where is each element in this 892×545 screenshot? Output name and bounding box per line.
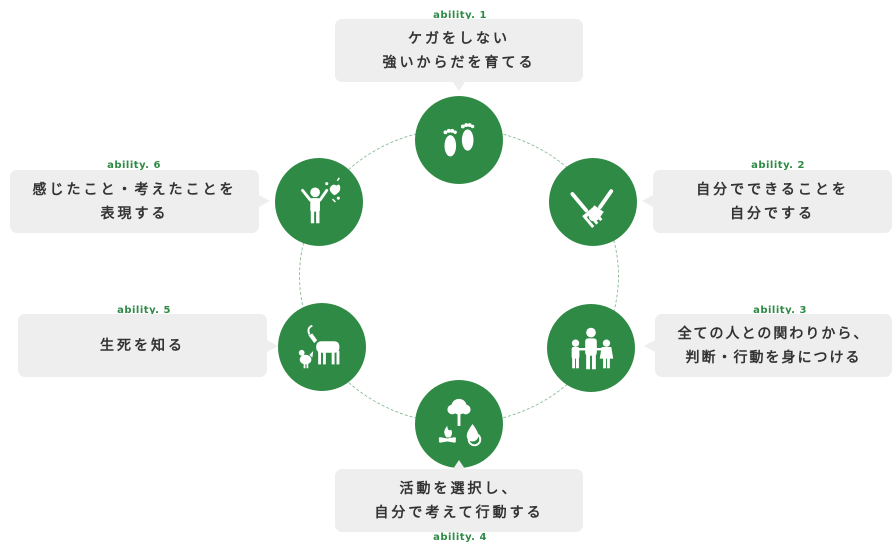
ability-6-tag: ability. 6 xyxy=(107,160,161,171)
ability-3-line-2: 判断・行動を身につける xyxy=(685,349,862,366)
ability-3-node xyxy=(547,304,635,392)
tree-campfire-icon xyxy=(438,398,482,447)
ability-4-box: 活動を選択し、 自分で考えて行動する xyxy=(335,469,583,532)
ability-1-box: ケガをしない 強いからだを育てる xyxy=(335,19,583,82)
ability-4-node xyxy=(415,380,503,468)
ability-4-tag: ability. 4 xyxy=(433,532,487,543)
ability-1-line-1: ケガをしない xyxy=(408,30,510,47)
ability-1-pointer xyxy=(453,82,465,91)
ability-5-tag: ability. 5 xyxy=(117,305,171,316)
ability-3-line-1: 全ての人との関わりから、 xyxy=(677,325,870,342)
ability-1-node xyxy=(415,96,503,184)
ability-5-box: 生死を知る xyxy=(18,314,267,377)
ability-2-box: 自分でできることを 自分でする xyxy=(653,170,892,233)
ability-2-tag: ability. 2 xyxy=(751,160,805,171)
ability-6-box: 感じたこと・考えたことを 表現する xyxy=(10,170,259,233)
ability-3-tag: ability. 3 xyxy=(753,305,807,316)
ability-6-pointer xyxy=(259,195,270,207)
ability-2-pointer xyxy=(642,195,653,207)
ability-5-pointer xyxy=(267,340,278,352)
garden-tools-icon xyxy=(570,189,614,228)
goat-chicken-icon xyxy=(298,324,340,369)
ability-4-pointer xyxy=(453,460,465,469)
ability-5-node xyxy=(278,303,366,391)
footprints-icon xyxy=(443,123,475,157)
ability-6-node xyxy=(275,158,363,246)
ability-6-line-2: 表現する xyxy=(100,205,169,222)
ability-2-line-2: 自分でする xyxy=(730,205,815,222)
ability-1-line-2: 強いからだを育てる xyxy=(382,54,536,71)
ability-3-box: 全ての人との関わりから、 判断・行動を身につける xyxy=(655,314,892,377)
ability-2-line-1: 自分でできることを xyxy=(696,181,849,198)
ability-6-line-1: 感じたこと・考えたことを xyxy=(32,181,237,198)
family-icon xyxy=(571,327,614,370)
ability-2-node xyxy=(549,158,637,246)
ability-4-line-2: 自分で考えて行動する xyxy=(374,504,544,521)
ability-1-tag: ability. 1 xyxy=(433,10,487,21)
ability-4-line-1: 活動を選択し、 xyxy=(399,480,519,497)
ability-5-line-1: 生死を知る xyxy=(100,337,185,354)
ability-3-pointer xyxy=(644,340,655,352)
child-expressing-icon xyxy=(301,177,341,224)
